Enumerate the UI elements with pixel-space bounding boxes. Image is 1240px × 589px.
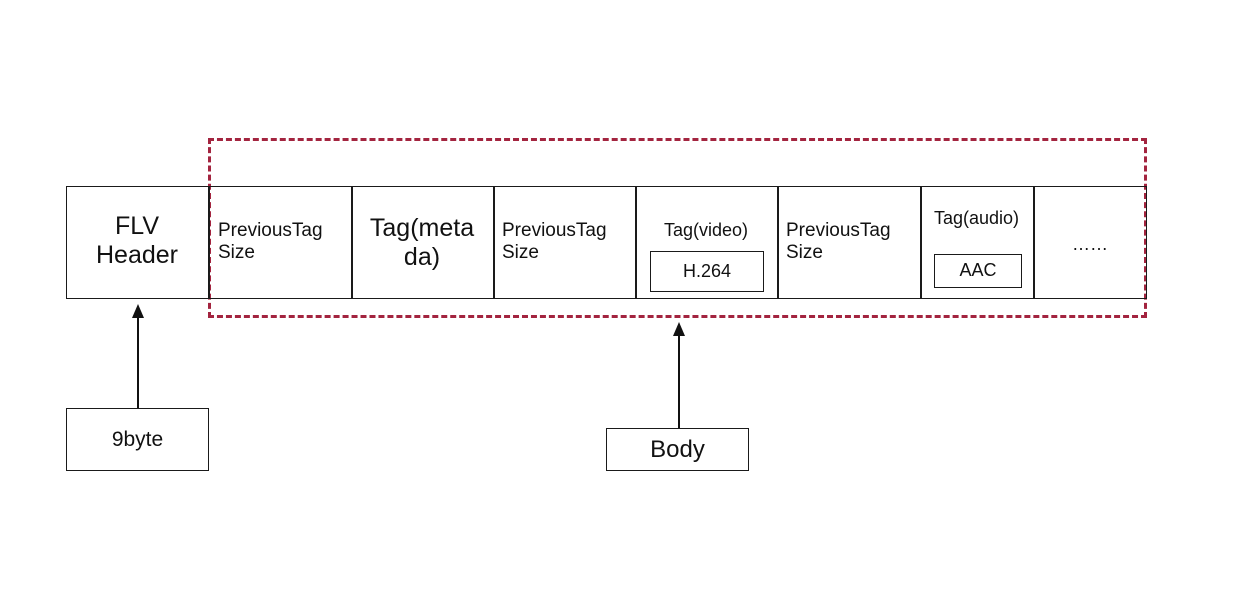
more-tags-ellipsis: ……	[1072, 234, 1108, 254]
header-arrow-line	[137, 318, 139, 408]
flv-structure-row	[66, 186, 1147, 299]
body-arrow-head	[673, 322, 685, 336]
header-size-label: 9byte	[111, 428, 164, 451]
divider	[351, 186, 353, 299]
header-size-box	[66, 408, 209, 471]
body-region-outline	[208, 138, 1147, 318]
aac-codec-label: AAC	[959, 260, 997, 280]
divider	[1033, 186, 1035, 299]
header-arrow-head	[132, 304, 144, 318]
divider	[777, 186, 779, 299]
body-label: Body	[650, 436, 705, 463]
aac-codec-box	[934, 254, 1022, 288]
body-box	[606, 428, 749, 471]
tag-video-label: Tag(video)	[663, 220, 749, 240]
divider	[208, 186, 210, 299]
previous-tag-size-label: PreviousTag Size	[502, 220, 607, 263]
divider	[493, 186, 495, 299]
h264-codec-box	[650, 251, 764, 292]
tag-audio-label: Tag(audio)	[933, 208, 1020, 228]
flv-header-label: FLV Header	[96, 212, 178, 269]
previous-tag-size-label: PreviousTag Size	[786, 220, 891, 263]
body-arrow-line	[678, 336, 680, 428]
tag-metadata-label: Tag(meta da)	[369, 214, 475, 271]
previous-tag-size-label: PreviousTag Size	[218, 220, 323, 263]
divider	[635, 186, 637, 299]
h264-codec-label: H.264	[682, 261, 732, 281]
divider	[920, 186, 922, 299]
